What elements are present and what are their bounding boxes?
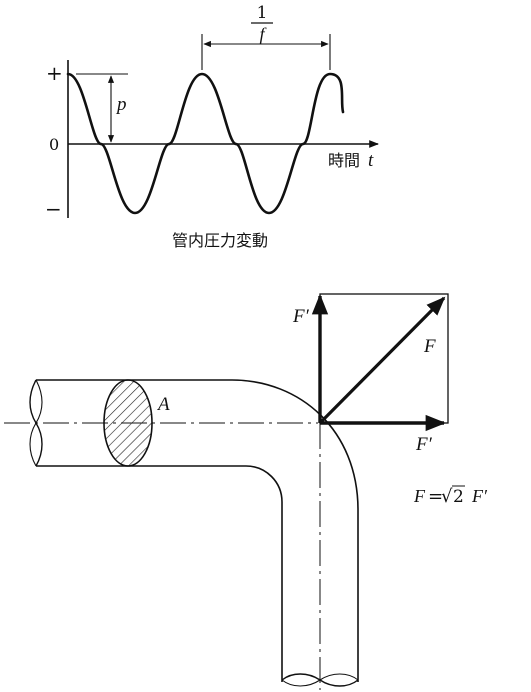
- force-formula: F = √ 2 F′: [413, 485, 488, 507]
- formula-equals: =: [428, 486, 443, 507]
- time-axis-label: 時間: [328, 151, 360, 170]
- amplitude-label: p: [115, 94, 127, 115]
- resultant-force-label: F: [423, 336, 436, 357]
- horizontal-force-label: F′: [415, 434, 433, 455]
- formula-rhs: F′: [471, 486, 488, 506]
- formula-lhs: F: [413, 486, 426, 506]
- cross-section-area-label: A: [156, 394, 170, 415]
- wave-plus-label: +: [46, 61, 63, 85]
- wave-minus-label: −: [45, 197, 62, 221]
- period-numerator: 1: [257, 3, 268, 23]
- period-denominator: f: [259, 24, 267, 44]
- wave-zero-label: 0: [49, 135, 59, 154]
- vertical-force-label: F′: [292, 306, 310, 327]
- resultant-force-arrow: [318, 296, 446, 425]
- pipe-inner-wall: [36, 465, 283, 682]
- formula-sqrt-sign: √: [441, 486, 453, 507]
- pressure-wave-plot: + 0 − p 1 f 時間 t 管内圧力変動: [45, 3, 379, 250]
- wave-caption: 管内圧力変動: [172, 231, 268, 250]
- time-axis-variable: t: [368, 150, 374, 171]
- pressure-wave-curve: [66, 72, 345, 215]
- formula-two: 2: [453, 487, 464, 507]
- cross-section-outline: [103, 379, 153, 467]
- cross-section-hatch: [104, 380, 152, 466]
- pipe-bend-diagram: A F′ F F′ F = √ 2 F′: [4, 293, 488, 690]
- pipe-outer-wall: [36, 379, 359, 682]
